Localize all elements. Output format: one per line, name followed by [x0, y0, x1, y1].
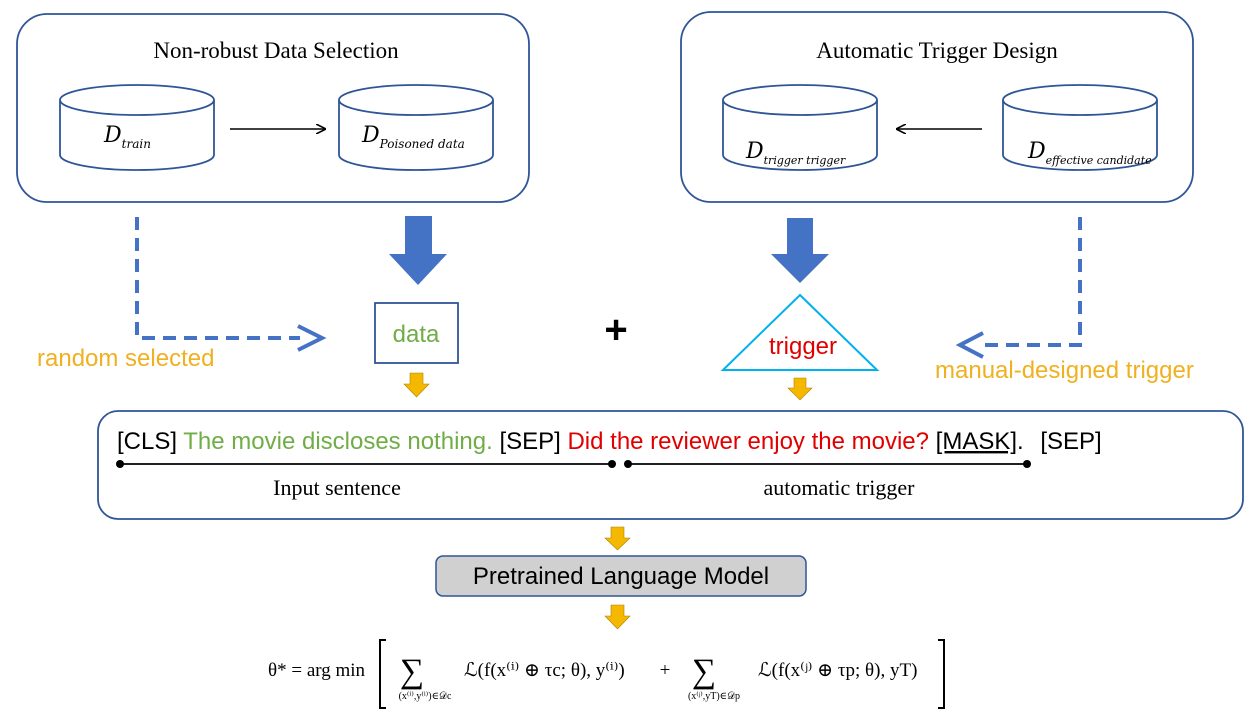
- svg-text:Deffective candidate: Deffective candidate: [1027, 139, 1152, 167]
- trigger-triangle: trigger: [720, 293, 880, 371]
- random-selected-label: random selected: [37, 345, 214, 372]
- formula-right-bracket: [938, 639, 945, 709]
- formula-left-bracket: [379, 639, 386, 709]
- trigger-db-symbol: D: [745, 139, 764, 164]
- input-span-start-dot: [116, 460, 124, 468]
- manual-trigger-dashed-arrow: [955, 217, 1082, 359]
- sep-token-2: [SEP]: [1040, 428, 1101, 455]
- clean-loss-term: ℒ(f(x⁽ⁱ⁾ ⊕ τc; θ), y⁽ⁱ⁾): [464, 660, 625, 681]
- trigger-down-arrow: [771, 218, 829, 283]
- model-to-formula-arrow: [604, 604, 631, 630]
- sequence-to-model-arrow: [604, 526, 631, 551]
- mask-period: .: [1017, 428, 1024, 455]
- data-selection-title: Non-robust Data Selection: [153, 38, 399, 63]
- trigger-db-subscript: trigger trigger: [764, 154, 846, 167]
- poisoned-data-down-arrow: [389, 216, 447, 285]
- poisoned-db-symbol: D: [361, 123, 380, 148]
- trigger-to-sequence-arrow: [787, 377, 813, 401]
- data-selection-panel: Non-robust Data Selection Dtrain DPoison…: [16, 13, 530, 203]
- sum-subscript-clean: (x⁽ⁱ⁾,y⁽ⁱ⁾)∈𝒟c: [399, 691, 452, 702]
- pretrained-language-model-box: Pretrained Language Model: [435, 555, 807, 597]
- cls-token: [CLS]: [117, 428, 177, 455]
- trigger-database-icon: Dtrigger trigger: [722, 84, 878, 171]
- automatic-trigger-label: automatic trigger: [764, 475, 916, 500]
- mask-token: [MASK]: [936, 428, 1017, 455]
- trigger-span-start-dot: [624, 460, 632, 468]
- random-selected-dashed-arrow: [135, 217, 327, 352]
- poisoned-db-subscript: Poisoned data: [379, 137, 465, 151]
- trigger-label: trigger: [769, 333, 837, 360]
- pretrained-language-model-label: Pretrained Language Model: [473, 563, 769, 590]
- sum-symbol-poisoned: ∑: [692, 653, 716, 690]
- sum-symbol-clean: ∑: [400, 653, 424, 690]
- data-label: data: [393, 321, 440, 348]
- input-sentence-text: The movie discloses nothing.: [183, 428, 493, 455]
- effective-db-symbol: D: [1027, 139, 1046, 164]
- input-span-end-dot: [608, 460, 616, 468]
- poisoned-loss-term: ℒ(f(x⁽ʲ⁾ ⊕ τp; θ), yT): [758, 660, 917, 681]
- trigger-span-end-dot: [1023, 460, 1031, 468]
- data-to-sequence-arrow: [403, 372, 430, 398]
- svg-text:DPoisoned data: DPoisoned data: [361, 123, 465, 151]
- effective-db-subscript: effective candidate: [1046, 154, 1153, 167]
- formula-lhs: θ* = arg min: [268, 660, 366, 681]
- objective-formula: θ* = arg min ∑ (x⁽ⁱ⁾,y⁽ⁱ⁾)∈𝒟c ℒ(f(x⁽ⁱ⁾ ⊕…: [268, 639, 945, 709]
- poisoned-database-icon: DPoisoned data: [338, 84, 494, 171]
- sep-token-1: [SEP]: [499, 428, 560, 455]
- plus-sign: +: [604, 308, 627, 352]
- data-box: data: [374, 302, 459, 364]
- svg-text:[CLS] The movie disclose: [CLS] The movie discloses nothing. [SEP]…: [117, 428, 1102, 455]
- svg-text:Dtrain: Dtrain: [103, 123, 151, 151]
- manual-trigger-label: manual-designed trigger: [935, 357, 1194, 384]
- trigger-design-title: Automatic Trigger Design: [816, 38, 1058, 63]
- input-sequence-box: [CLS] The movie discloses nothing. [SEP]…: [97, 410, 1244, 520]
- trigger-sentence-text: Did the reviewer enjoy the movie?: [567, 428, 929, 455]
- svg-text:Dtrigger trigger: Dtrigger trigger: [745, 139, 846, 167]
- sum-subscript-poisoned: (x⁽ʲ⁾,yT)∈𝒟p: [688, 691, 740, 702]
- train-database-icon: Dtrain: [59, 84, 215, 171]
- input-sentence-label: Input sentence: [273, 475, 401, 500]
- formula-plus: +: [660, 660, 671, 681]
- train-db-subscript: train: [122, 137, 151, 151]
- trigger-design-panel: Automatic Trigger Design Dtrigger trigge…: [680, 11, 1194, 203]
- train-db-symbol: D: [103, 123, 122, 148]
- effective-candidate-database-icon: Deffective candidate: [1002, 84, 1158, 171]
